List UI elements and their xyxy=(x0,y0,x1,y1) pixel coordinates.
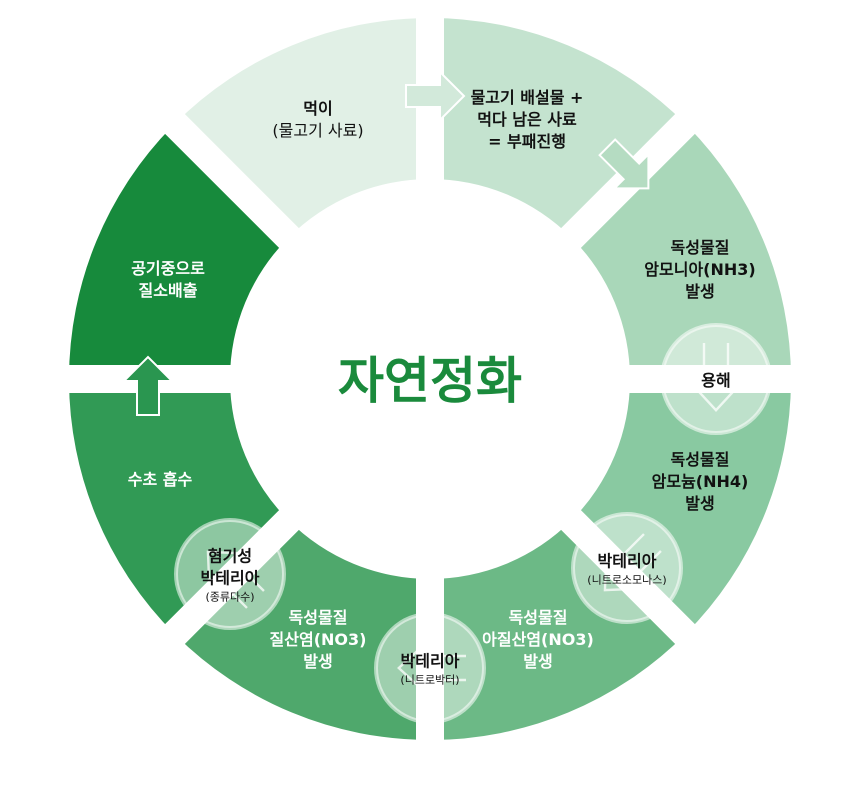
flow-arrow-icon xyxy=(206,550,265,609)
arrow-right-icon xyxy=(405,69,466,123)
arrows-layer xyxy=(121,69,650,416)
segment-gap xyxy=(137,86,723,672)
arrow-down-right-icon xyxy=(598,138,650,190)
label-text: 박테리아 xyxy=(401,652,460,671)
label-text: 질산염(NO3) xyxy=(270,630,367,649)
connector-dissolve xyxy=(660,323,772,435)
flow-arrow-icon xyxy=(684,342,748,412)
label-subtext: (니트로박터) xyxy=(400,674,459,687)
arrow-up-icon xyxy=(121,355,175,416)
label-text: 독성물질 xyxy=(671,450,730,469)
label-text: 용해 xyxy=(701,371,730,390)
label-text: 아질산염(NO3) xyxy=(482,630,594,649)
label-text: 질소배출 xyxy=(139,281,198,300)
label-text: 공기중으로 xyxy=(131,259,205,278)
label-text: 독성물질 xyxy=(509,608,568,627)
connector-nitrosomonas xyxy=(571,512,683,624)
label-text: 혐기성 xyxy=(208,547,252,566)
label-text: 수초 흡수 xyxy=(128,470,193,489)
labels-layer: 먹이(물고기 사료)물고기 배설물 +먹다 남은 사료= 부패진행독성물질암모니… xyxy=(128,88,756,687)
label-text: 암모늄(NH4) xyxy=(652,472,749,491)
label-text: 먹이 xyxy=(303,99,332,118)
segment-label-feed: 먹이 (물고기 사료) xyxy=(272,99,363,140)
label-subtext: (물고기 사료) xyxy=(272,121,363,140)
connectors-layer xyxy=(174,323,772,724)
label-text: = 부패진행 xyxy=(488,132,566,151)
label-subtext: (종류다수) xyxy=(205,591,254,604)
flow-arrow-icon xyxy=(397,636,467,700)
connector-anaerobic xyxy=(174,518,286,630)
flow-arrow-icon xyxy=(603,533,662,592)
label-text: 물고기 배설물 + xyxy=(471,88,584,107)
label-text: 발생 xyxy=(685,282,714,301)
label-text: 박테리아 xyxy=(201,569,260,588)
segment-label-plant-absorb: 수초 흡수 xyxy=(128,470,193,489)
label-text: 발생 xyxy=(303,652,332,671)
segment-label-decay: 물고기 배설물 + 먹다 남은 사료 = 부패진행 xyxy=(471,88,584,151)
label-text: 독성물질 xyxy=(289,608,348,627)
label-text: 발생 xyxy=(685,494,714,513)
label-text: 독성물질 xyxy=(671,238,730,257)
label-text: 발생 xyxy=(523,652,552,671)
center-title: 자연정화 xyxy=(338,352,522,410)
connector-label-nitrosomonas: 박테리아 (니트로소모나스) xyxy=(587,552,666,587)
label-text: 암모니아(NH3) xyxy=(644,260,755,279)
label-text: 박테리아 xyxy=(598,552,657,571)
label-subtext: (니트로소모나스) xyxy=(587,574,666,587)
connector-label-nitrobacter: 박테리아 (니트로박터) xyxy=(400,652,459,687)
label-text: 먹다 남은 사료 xyxy=(477,110,577,129)
connector-nitrobacter xyxy=(374,612,486,724)
connector-label-dissolve: 용해 xyxy=(701,371,730,390)
